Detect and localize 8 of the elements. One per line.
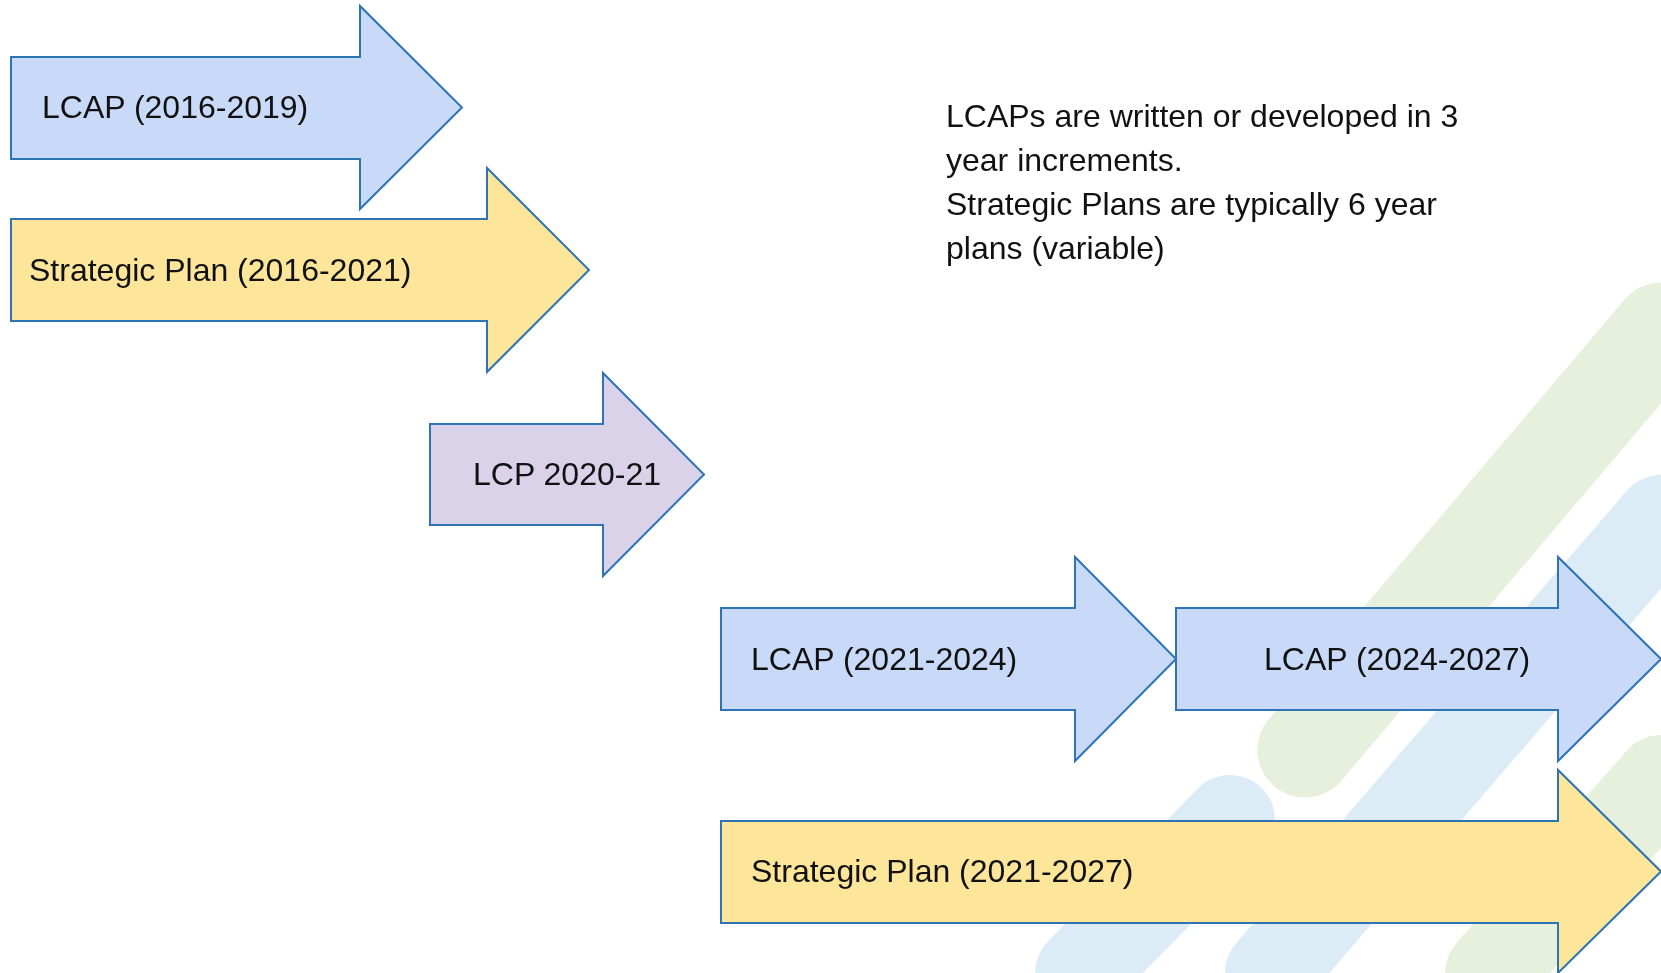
- arrow-label: LCAP (2021-2024): [751, 640, 1018, 678]
- arrow-label: LCAP (2024-2027): [1264, 640, 1531, 678]
- arrow-label: LCAP (2016-2019): [42, 89, 309, 126]
- arrow-label: Strategic Plan (2016-2021): [29, 251, 412, 289]
- note-text: LCAPs are written or developed in 3 year increments.: [946, 97, 1460, 180]
- arrow-label: LCP 2020-21: [473, 456, 661, 493]
- note-text: Strategic Plans are typically 6 year plans (variable): [946, 185, 1438, 268]
- arrow-label: Strategic Plan (2021-2027): [751, 853, 1134, 890]
